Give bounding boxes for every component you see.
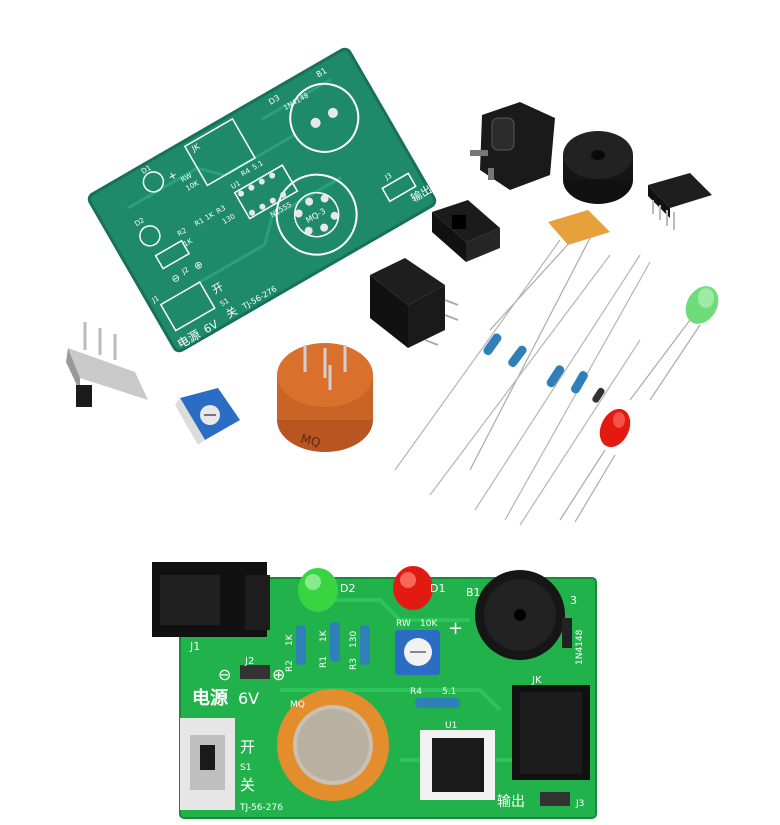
mq3-sensor: MQ bbox=[277, 343, 373, 452]
assembled-j3-header bbox=[540, 792, 570, 806]
b-label-minus: ⊖ bbox=[218, 665, 231, 684]
relay bbox=[370, 258, 459, 348]
ne555-chip bbox=[648, 173, 712, 230]
ic-socket bbox=[432, 200, 500, 262]
assembled-trimpot bbox=[395, 630, 440, 675]
b-label-j3: J3 bbox=[575, 799, 584, 809]
assembled-relay bbox=[512, 685, 590, 780]
assembled-red-led bbox=[393, 566, 433, 610]
label-d2: D2 bbox=[133, 216, 146, 228]
label-r2-val: 1K bbox=[182, 237, 194, 249]
sensor-mq-text: MQ bbox=[299, 431, 322, 450]
b-label-r3: R3 bbox=[349, 658, 359, 670]
b-label-1n4148: 1N4148 bbox=[575, 629, 585, 665]
b-label-power-cn: 电源 bbox=[192, 687, 228, 709]
assembled-switch bbox=[180, 718, 235, 810]
b-label-plus: ⊕ bbox=[272, 665, 285, 684]
b-label-rw-val: 10K bbox=[420, 619, 438, 629]
b-label-r1: R1 bbox=[319, 656, 329, 668]
b-label-d2: D2 bbox=[340, 582, 355, 595]
b-label-power-v: 6V bbox=[238, 689, 259, 708]
label-j1: J1 bbox=[150, 294, 161, 305]
assembled-mq-sensor bbox=[277, 689, 389, 801]
assembled-green-led bbox=[298, 568, 338, 612]
b-label-j1: J1 bbox=[189, 640, 200, 653]
resistor-bodies bbox=[483, 333, 605, 403]
b-label-r4-val: 5.1 bbox=[442, 687, 456, 697]
b-label-switch-close: 关 bbox=[240, 776, 255, 794]
b-label-jk: JK bbox=[531, 675, 542, 686]
b-label-r1-val: 1K bbox=[319, 629, 329, 642]
b-label-switch-open: 开 bbox=[240, 738, 255, 756]
trim-potentiometer bbox=[175, 388, 240, 445]
label-d1: D1 bbox=[140, 164, 153, 176]
label-r1-val: 1K bbox=[204, 210, 216, 222]
label-r3: R3 bbox=[215, 204, 227, 216]
b-label-r2-val: 1K bbox=[285, 633, 295, 646]
b-label-mq: MQ bbox=[290, 700, 305, 710]
label-power-v: 6V bbox=[201, 318, 220, 337]
label-r1: R1 bbox=[193, 216, 205, 228]
b-label-plus-sign: + bbox=[448, 618, 463, 639]
b-label-r4: R4 bbox=[410, 687, 422, 697]
assembled-resistors bbox=[296, 622, 460, 708]
label-s1: S1 bbox=[219, 297, 231, 308]
slide-switch bbox=[66, 322, 148, 407]
b-label-u1: U1 bbox=[445, 721, 457, 731]
red-led bbox=[559, 408, 631, 523]
label-r2: R2 bbox=[176, 226, 188, 238]
label-j2: J2 bbox=[180, 266, 191, 277]
assembled-diode bbox=[562, 618, 572, 648]
dc-power-jack bbox=[470, 102, 555, 190]
label-r4: R4 bbox=[240, 166, 253, 178]
b-label-model: TJ-56-276 bbox=[239, 803, 283, 813]
label-j3: J3 bbox=[383, 172, 394, 183]
b-label-d1: D1 bbox=[430, 582, 445, 595]
bottom-assembled-pcb: D2 D1 B1 3 1N4148 J1 R2 1K R1 1K R3 130 … bbox=[152, 562, 597, 819]
b-label-j2: J2 bbox=[244, 656, 254, 667]
b-label-r2: R2 bbox=[285, 660, 295, 672]
assembled-buzzer bbox=[475, 570, 565, 660]
b-label-r3-val: 130 bbox=[349, 631, 359, 648]
b-label-s1: S1 bbox=[240, 763, 251, 773]
assembled-j2-header bbox=[240, 665, 270, 679]
b-label-output-cn: 输出 bbox=[497, 794, 525, 810]
b-label-rw: RW bbox=[396, 619, 411, 629]
assembled-dc-jack bbox=[152, 562, 270, 637]
b-label-d3: 3 bbox=[570, 594, 577, 607]
green-led bbox=[629, 286, 719, 401]
capacitor bbox=[469, 210, 610, 471]
buzzer bbox=[563, 131, 633, 204]
assembled-ne555 bbox=[420, 730, 495, 800]
label-u1: U1 bbox=[230, 179, 242, 191]
b-label-b1: B1 bbox=[466, 586, 481, 599]
top-bare-pcb: D3 1N4148 B1 JK 输出 J3 D1 D2 R4 5.1 R1 1K… bbox=[87, 47, 437, 353]
